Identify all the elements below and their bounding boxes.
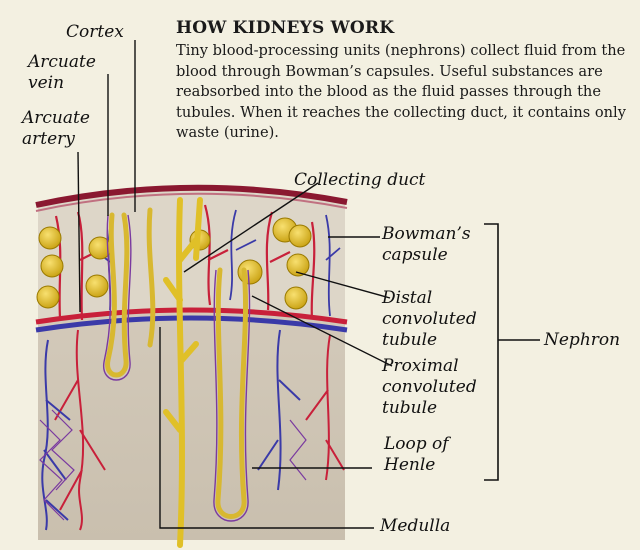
label-bowmans-capsule: Bowman’s capsule — [382, 224, 471, 266]
label-loop-of-henle-line2: Henle — [384, 455, 449, 476]
label-proximal-tubule-line3: tubule — [382, 398, 477, 419]
label-proximal-tubule-line2: convoluted — [382, 377, 477, 398]
label-distal-tubule: Distal convoluted tubule — [382, 288, 477, 351]
diagram-description: Tiny blood-processing units (nephrons) c… — [176, 41, 632, 144]
label-cortex: Cortex — [66, 22, 124, 43]
label-proximal-tubule-line1: Proximal — [382, 356, 477, 377]
label-proximal-tubule: Proximal convoluted tubule — [382, 356, 477, 419]
label-loop-of-henle: Loop of Henle — [384, 434, 449, 476]
label-collecting-duct: Collecting duct — [294, 170, 425, 191]
label-arcuate-artery: Arcuate artery — [22, 108, 90, 150]
label-bowmans-capsule-line1: Bowman’s — [382, 224, 471, 245]
label-arcuate-artery-line2: artery — [22, 129, 90, 150]
label-arcuate-artery-line1: Arcuate — [22, 108, 90, 129]
label-distal-tubule-line2: convoluted — [382, 309, 477, 330]
label-medulla: Medulla — [380, 516, 450, 537]
label-bowmans-capsule-line2: capsule — [382, 245, 471, 266]
label-arcuate-vein-line1: Arcuate — [28, 52, 96, 73]
label-distal-tubule-line1: Distal — [382, 288, 477, 309]
nephron-bracket — [484, 224, 540, 480]
label-nephron: Nephron — [544, 330, 620, 351]
label-arcuate-vein-line2: vein — [28, 73, 96, 94]
label-arcuate-vein: Arcuate vein — [28, 52, 96, 94]
label-distal-tubule-line3: tubule — [382, 330, 477, 351]
label-loop-of-henle-line1: Loop of — [384, 434, 449, 455]
diagram-title: HOW KIDNEYS WORK — [176, 18, 394, 38]
